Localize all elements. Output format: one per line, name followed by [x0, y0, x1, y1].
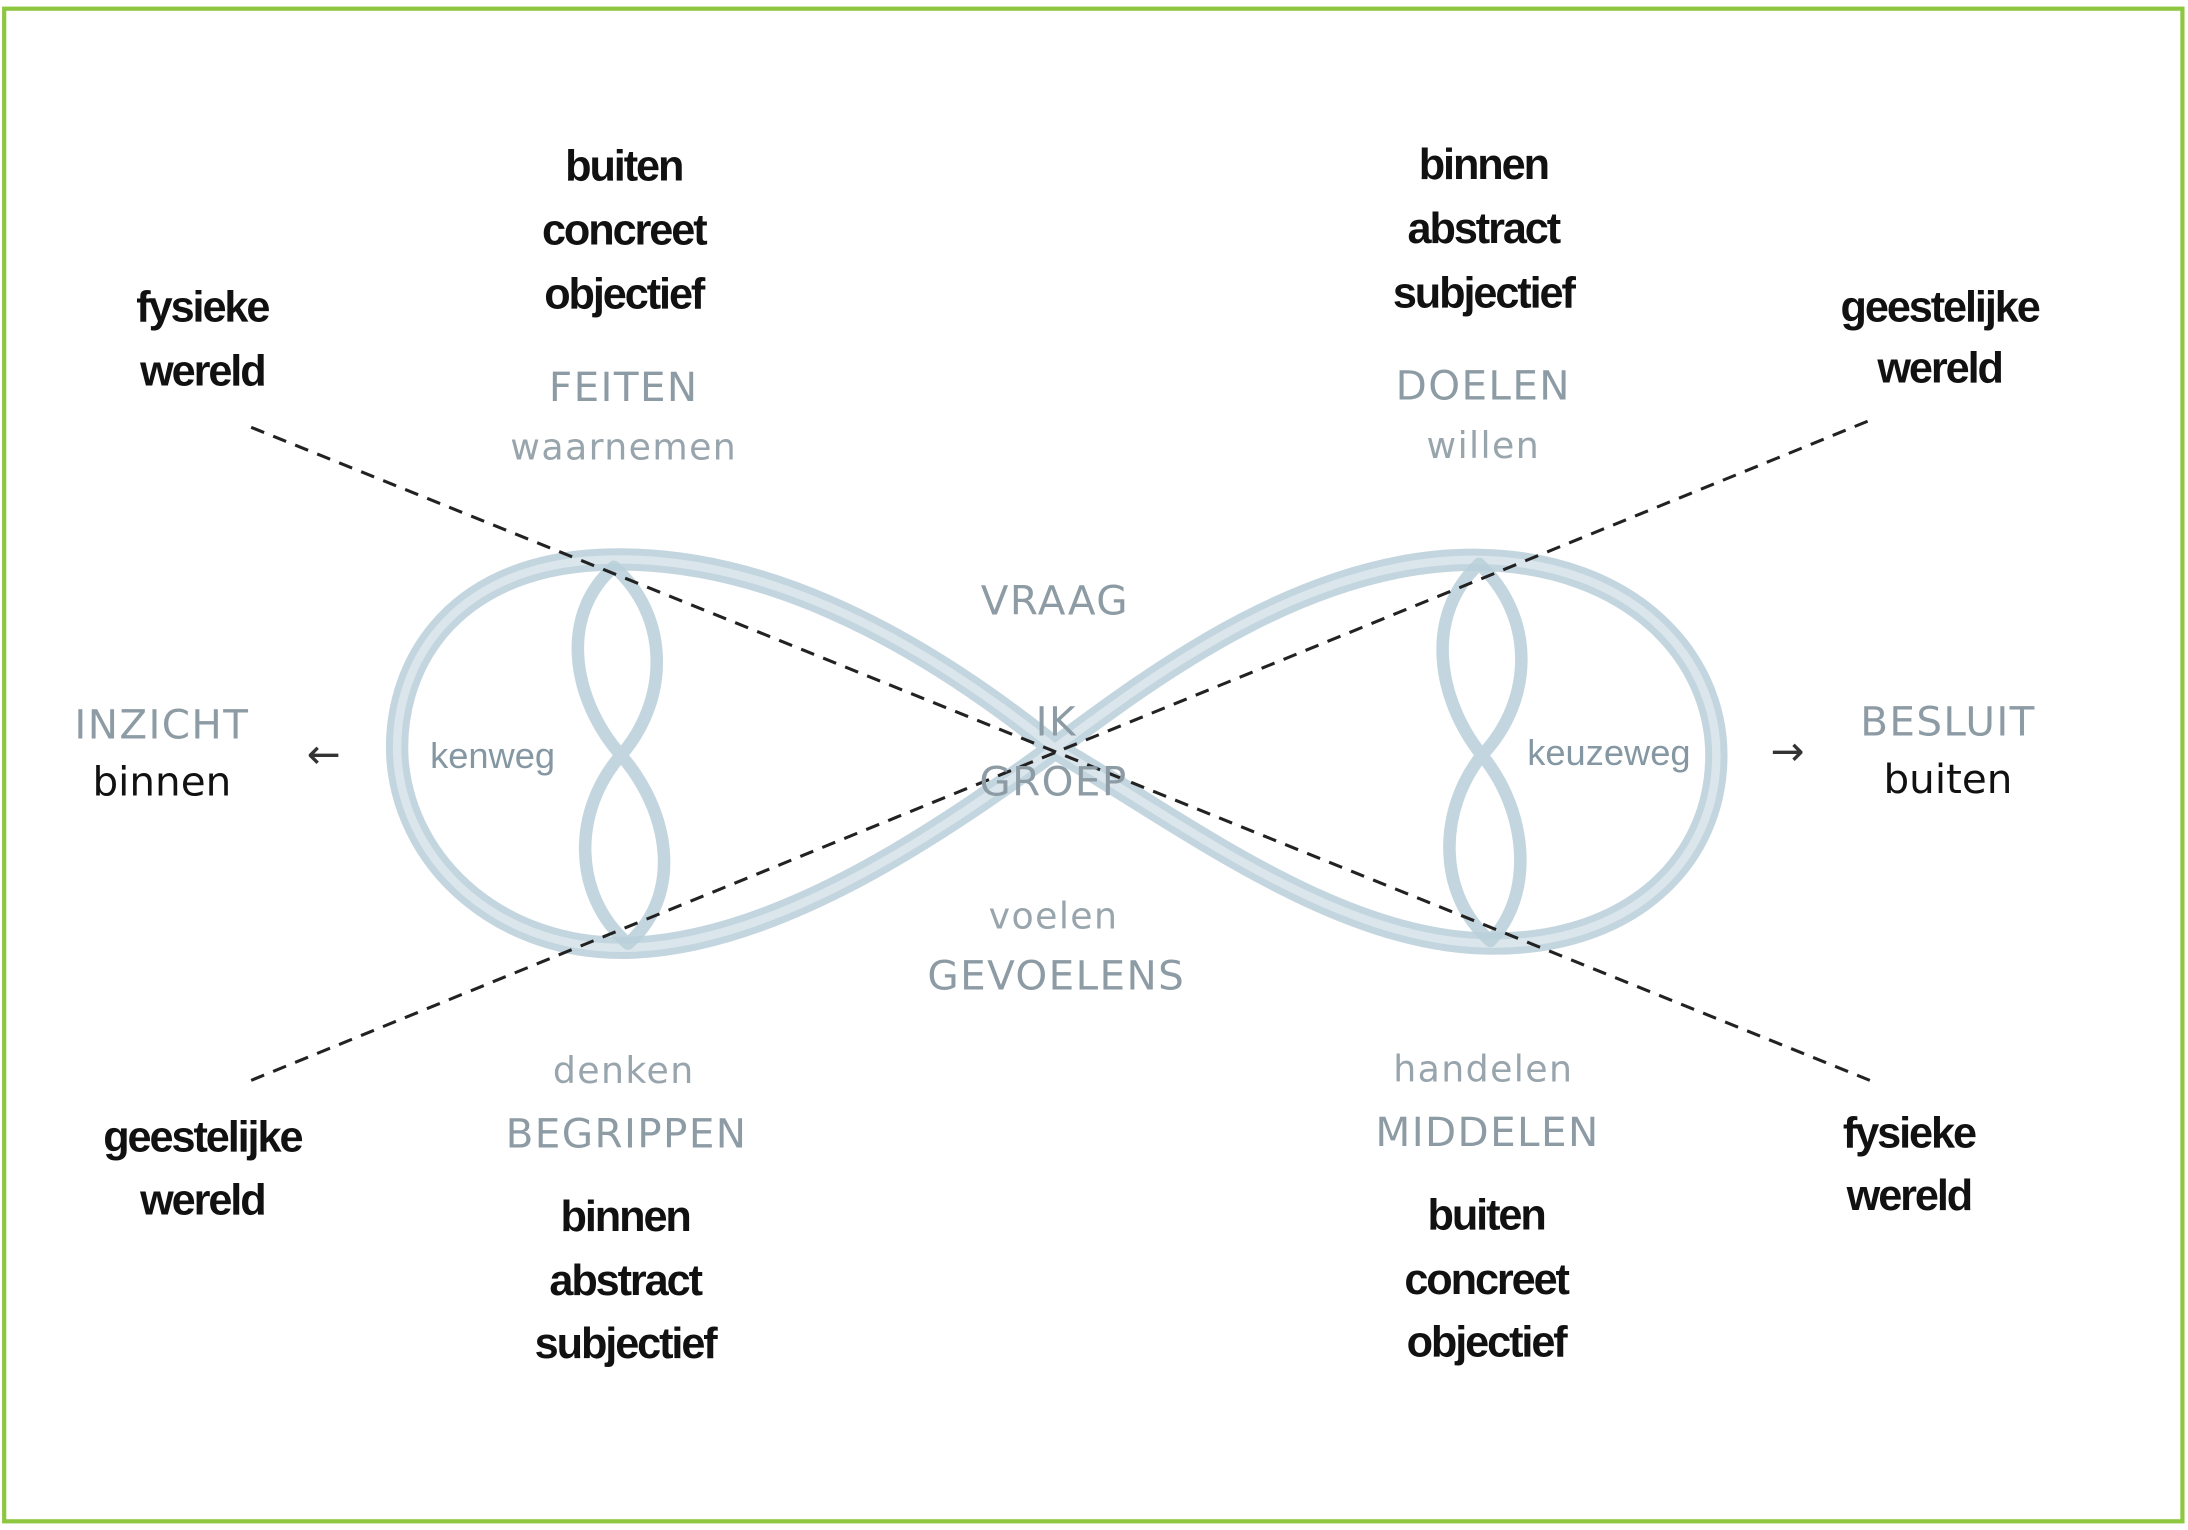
corner-bl-1: geestelijke: [103, 1114, 302, 1162]
top-left-line-1: buiten: [565, 142, 682, 190]
middelen-label: MIDDELEN: [1375, 1108, 1599, 1156]
vraag-label: VRAAG: [981, 576, 1129, 624]
bottom-left-line-3: subjectief: [535, 1320, 719, 1368]
bottom-left-line-2: abstract: [549, 1257, 702, 1305]
besluit-sub: buiten: [1884, 755, 2013, 803]
keuzeweg-label: keuzeweg: [1527, 732, 1690, 773]
bottom-right-line-2: concreet: [1404, 1256, 1569, 1304]
corner-tl-1: fysieke: [136, 283, 269, 331]
denken-label: denken: [553, 1049, 695, 1092]
kenweg-label: kenweg: [430, 735, 555, 776]
dashed-axis-physical: [250, 425, 1871, 1082]
besluit-label: BESLUIT: [1860, 698, 2036, 746]
arrow-left-icon: ←: [307, 730, 341, 778]
begrippen-label: BEGRIPPEN: [506, 1109, 748, 1157]
dashed-axis-mental: [250, 418, 1871, 1082]
doelen-label: DOELEN: [1396, 361, 1571, 409]
frame-border: [2, 6, 2185, 1524]
top-left-line-3: objectief: [544, 271, 706, 319]
corner-tr-2: wereld: [1876, 345, 2001, 393]
bottom-right-line-3: objectief: [1407, 1319, 1569, 1367]
groep-label: GROEP: [979, 758, 1127, 806]
top-right-line-3: subjectief: [1393, 269, 1577, 317]
waarnemen-label: waarnemen: [510, 425, 737, 468]
top-right-line-2: abstract: [1408, 205, 1561, 253]
willen-label: willen: [1427, 424, 1541, 467]
top-left-line-2: concreet: [542, 207, 707, 255]
top-right-line-1: binnen: [1419, 141, 1548, 189]
corner-tl-2: wereld: [139, 347, 264, 395]
corner-tr-1: geestelijke: [1841, 283, 2040, 331]
bottom-left-line-1: binnen: [561, 1193, 690, 1241]
corner-br-2: wereld: [1846, 1172, 1971, 1220]
bottom-right-line-1: buiten: [1428, 1192, 1545, 1240]
gevoelens-label: GEVOELENS: [927, 952, 1185, 1000]
feiten-label: FEITEN: [549, 363, 699, 411]
voelen-label: voelen: [989, 894, 1119, 937]
inzicht-label: INZICHT: [74, 700, 249, 748]
corner-br-1: fysieke: [1843, 1109, 1976, 1157]
inzicht-sub: binnen: [93, 758, 232, 806]
infinity-ribbon: [385, 548, 1728, 959]
arrow-right-icon: →: [1771, 727, 1805, 775]
handelen-label: handelen: [1393, 1048, 1573, 1091]
ik-label: IK: [1036, 698, 1077, 746]
corner-bl-2: wereld: [139, 1176, 264, 1224]
